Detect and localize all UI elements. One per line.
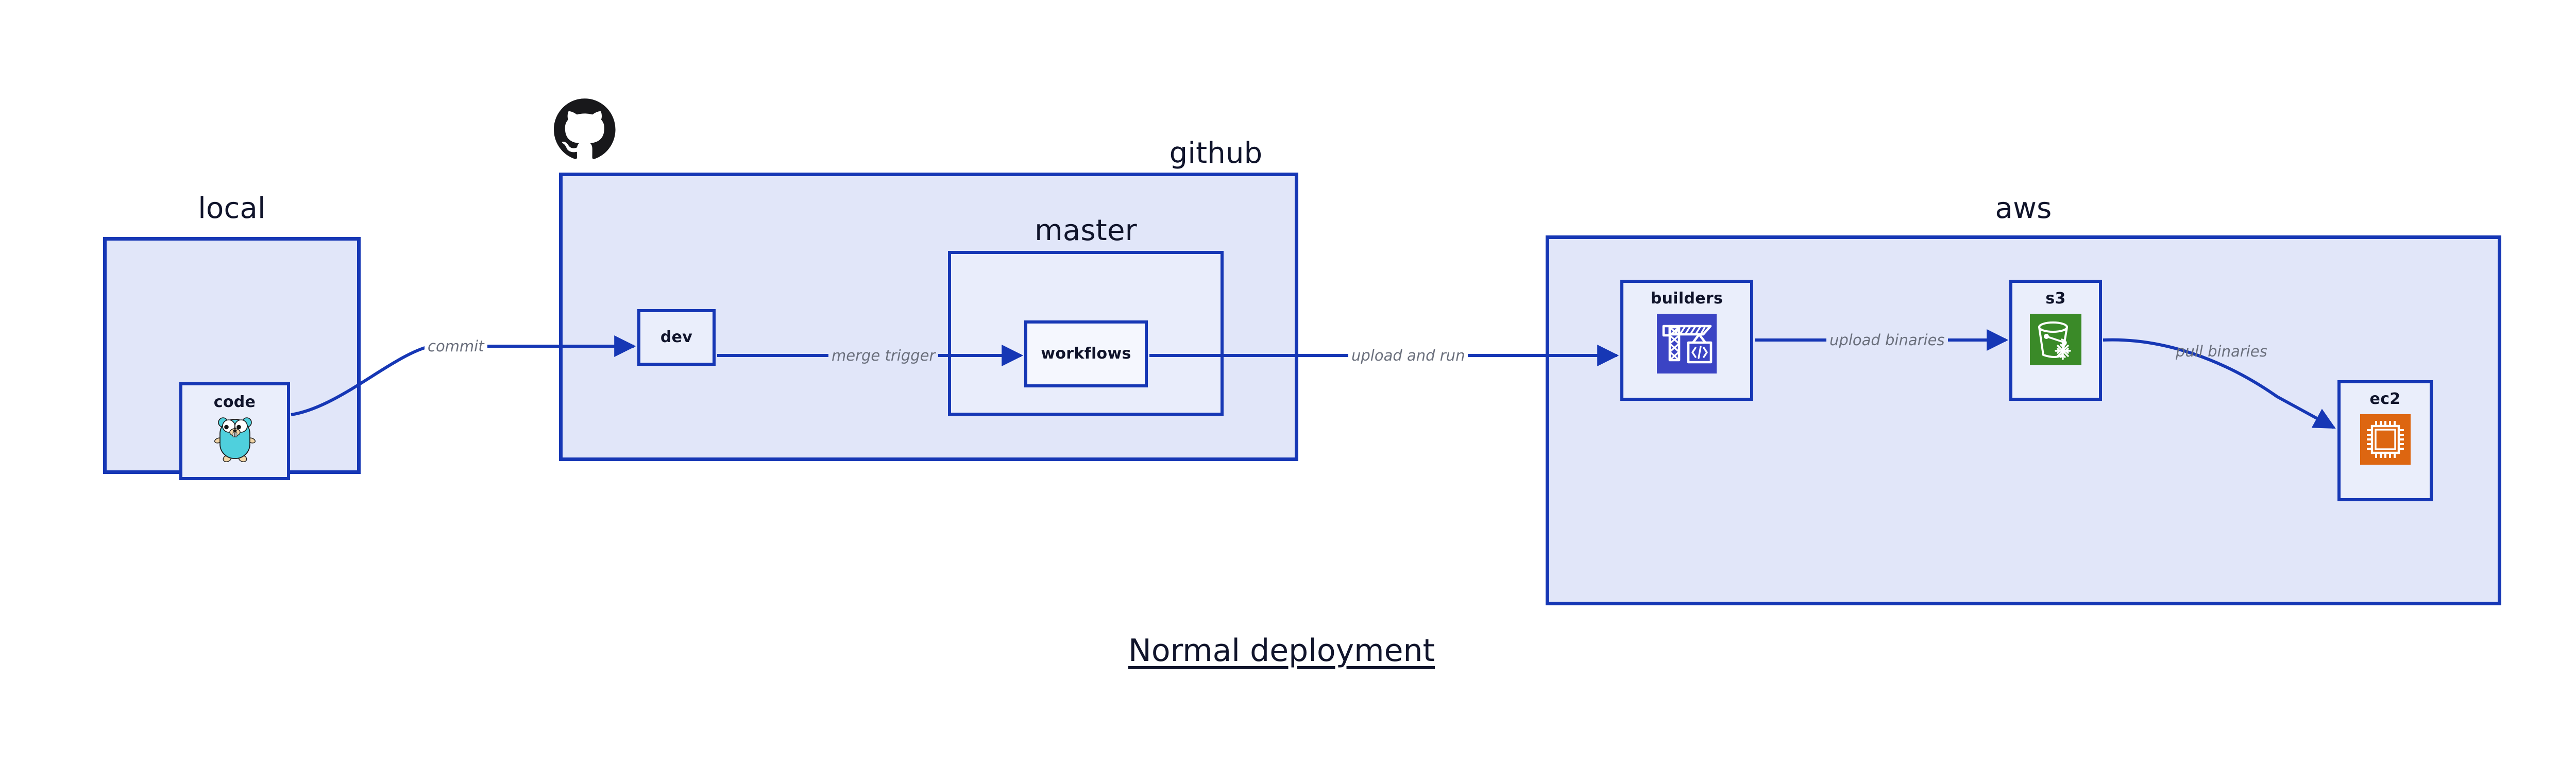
edge-label-merge-trigger: merge trigger: [828, 348, 939, 363]
node-dev[interactable]: dev: [637, 309, 716, 366]
github-octocat-icon: [554, 98, 616, 160]
group-github-title: github: [1169, 137, 1263, 170]
node-workflows-label: workflows: [1041, 345, 1131, 363]
node-dev-label: dev: [660, 328, 693, 346]
group-aws-title: aws: [1995, 192, 2052, 225]
node-code-label: code: [213, 393, 256, 411]
node-ec2[interactable]: ec2: [2337, 380, 2433, 501]
edge-label-upload-binaries: upload binaries: [1826, 333, 1948, 348]
node-builders-label: builders: [1650, 290, 1723, 308]
node-builders[interactable]: builders: [1620, 280, 1753, 401]
node-s3-label: s3: [2045, 290, 2066, 308]
edge-label-commit: commit: [425, 339, 487, 354]
go-gopher-icon: [214, 415, 256, 465]
aws-ec2-chip-icon: [2360, 414, 2411, 467]
node-workflows[interactable]: workflows: [1024, 320, 1148, 387]
node-ec2-label: ec2: [2369, 390, 2401, 408]
diagram-title: Normal deployment: [1128, 633, 1435, 669]
aws-s3-bucket-icon: [2030, 314, 2081, 367]
node-code[interactable]: code: [179, 382, 290, 480]
group-master-title: master: [1035, 214, 1137, 247]
edge-label-upload-and-run: upload and run: [1348, 348, 1468, 363]
node-s3[interactable]: s3: [2009, 280, 2102, 401]
edge-label-pull-binaries: pull binaries: [2176, 343, 2267, 360]
group-local-title: local: [198, 192, 266, 225]
aws-codebuild-crane-icon: [1657, 314, 1717, 376]
